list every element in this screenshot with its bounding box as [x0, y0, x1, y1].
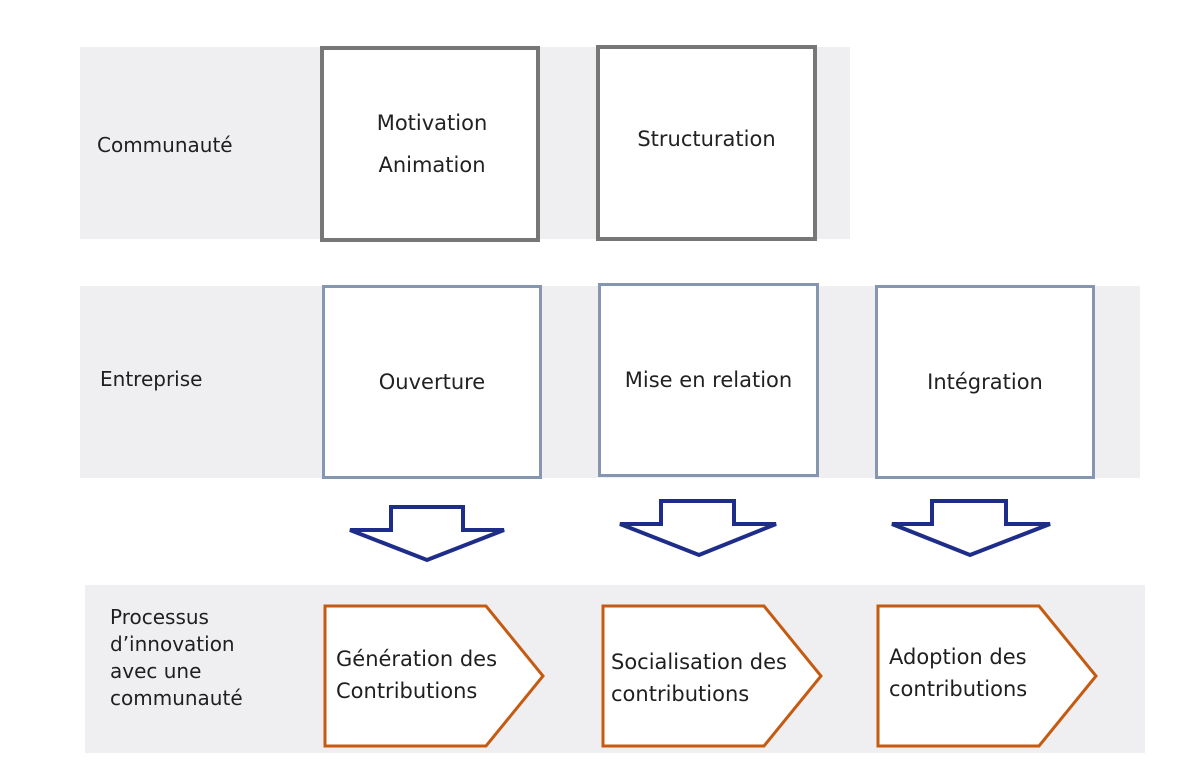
process-row-label-line: Processus: [110, 605, 209, 629]
enterprise-box-ouverture: Ouverture: [322, 285, 542, 479]
process-step-line: Adoption des: [889, 645, 1027, 669]
process-step-line: contributions: [889, 676, 1028, 701]
process-row-label: Processus d’innovation avec une communau…: [110, 604, 243, 712]
community-box-line: Motivation: [376, 111, 488, 135]
process-step-generation: Génération des Contributions: [336, 644, 497, 707]
process-step-shape: [876, 604, 1098, 748]
down-arrow-icon: [891, 499, 1051, 558]
enterprise-row-label: Entreprise: [100, 367, 203, 391]
process-step-socialisation: Socialisation des contributions: [611, 647, 787, 710]
community-box-line: Animation: [378, 153, 486, 177]
community-box-line: Structuration: [637, 127, 776, 151]
process-step-shape: [323, 604, 545, 748]
process-step-line: Socialisation des: [611, 650, 787, 674]
process-step-line: contributions: [611, 681, 750, 706]
enterprise-box-integration: Intégration: [875, 285, 1095, 479]
down-arrow-icon: [349, 505, 505, 563]
process-row-label-line: d’innovation: [110, 632, 235, 656]
community-row-label: Communauté: [97, 133, 233, 157]
process-step-line: Génération des: [336, 647, 498, 671]
enterprise-box-mise-en-relation: Mise en relation: [598, 283, 819, 477]
down-arrow-icon: [619, 499, 777, 558]
process-step-adoption: Adoption des contributions: [889, 642, 1027, 705]
process-step-shape: [601, 604, 823, 748]
process-row-label-line: avec une: [110, 659, 202, 683]
process-step-line: Contributions: [336, 678, 478, 703]
community-box-motivation: Motivation Animation: [320, 46, 540, 242]
process-row-label-line: communauté: [110, 686, 243, 710]
community-box-structuration: Structuration: [596, 45, 817, 241]
